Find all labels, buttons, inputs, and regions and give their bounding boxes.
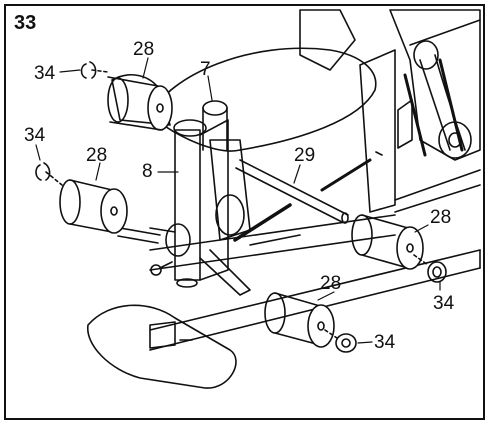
callout-28-bottom: 28 <box>320 273 342 294</box>
callout-8: 8 <box>142 161 153 182</box>
callout-34-upper-left: 34 <box>34 63 56 84</box>
callout-34-right: 34 <box>433 293 455 314</box>
clip-right <box>413 254 447 283</box>
axle-rod <box>117 158 372 244</box>
callout-28-upper: 28 <box>133 39 155 60</box>
clip-left <box>35 162 63 186</box>
callout-28-right: 28 <box>430 207 452 228</box>
foot-plate <box>87 304 237 389</box>
clip-upper-left <box>80 61 109 79</box>
leader-lines <box>35 57 441 344</box>
roller-pad-right <box>351 214 424 270</box>
roller-pad-upper-left <box>107 74 173 131</box>
cable <box>375 58 464 157</box>
clip-bottom <box>324 329 357 353</box>
step-number: 33 <box>14 12 37 34</box>
callout-34-left: 34 <box>24 125 46 146</box>
roller-pad-bottom <box>264 292 335 348</box>
callout-7: 7 <box>200 59 211 80</box>
diagram-frame <box>4 4 485 420</box>
roller-pad-left <box>59 179 128 234</box>
callout-34-bottom: 34 <box>374 332 396 353</box>
callout-28-left: 28 <box>86 145 108 166</box>
callout-29: 29 <box>294 145 316 166</box>
